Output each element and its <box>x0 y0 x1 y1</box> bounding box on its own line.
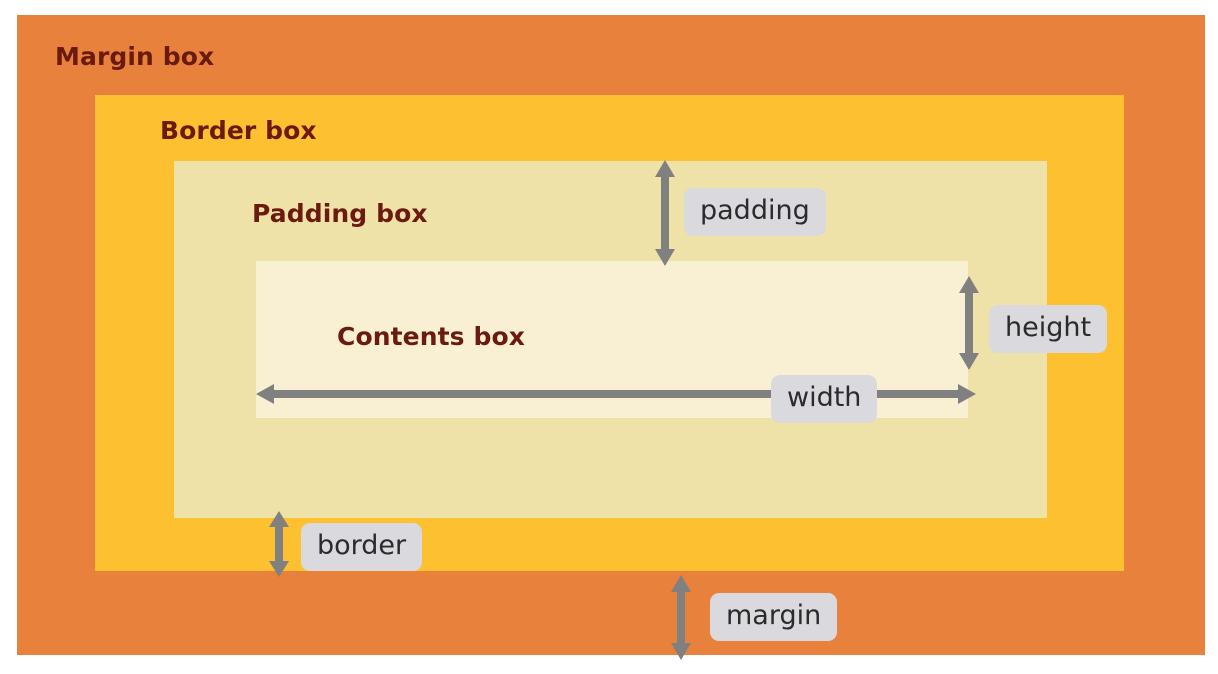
contents-box-label: Contents box <box>337 322 525 351</box>
margin-measure-label: margin <box>710 593 838 641</box>
padding-measure-label: padding <box>684 188 826 236</box>
padding-box-label: Padding box <box>252 199 428 228</box>
height-measure-label: height <box>989 305 1108 353</box>
border-measure-label: border <box>301 523 423 571</box>
margin-box-label: Margin box <box>55 42 215 71</box>
margin-measure-arrow-icon <box>668 575 694 660</box>
height-measure-arrow-icon <box>956 276 982 370</box>
border-box-region <box>95 95 1124 571</box>
border-box-label: Border box <box>160 116 317 145</box>
width-measure-arrow-icon <box>256 381 976 407</box>
width-measure-label: width <box>771 375 878 423</box>
border-measure-arrow-icon <box>266 511 292 577</box>
padding-measure-arrow-icon <box>652 160 678 266</box>
